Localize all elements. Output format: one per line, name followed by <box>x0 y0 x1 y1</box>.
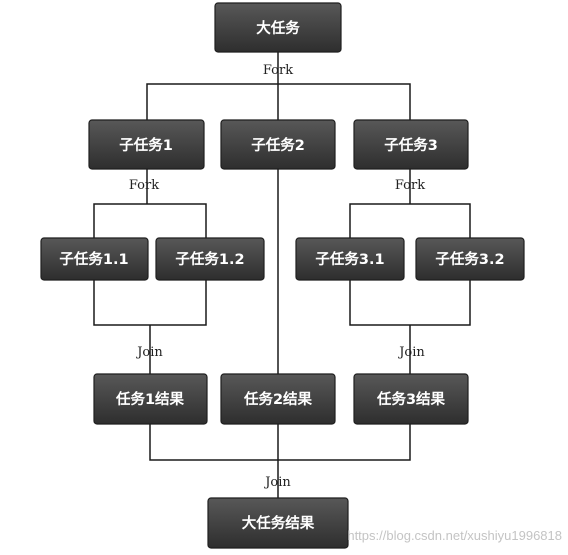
svg-text:子任务3.1: 子任务3.1 <box>315 250 384 268</box>
node-subtask-1-2: 子任务1.2 <box>155 237 265 281</box>
node-subtask-1: 子任务1 <box>88 119 205 170</box>
svg-text:子任务3.2: 子任务3.2 <box>435 250 504 268</box>
svg-text:任务2结果: 任务2结果 <box>243 390 313 408</box>
join-label-left: Join <box>135 345 163 360</box>
join-label-bottom: Join <box>263 475 291 490</box>
svg-text:子任务2: 子任务2 <box>251 136 305 154</box>
join-left-line <box>93 280 207 374</box>
fork-label-right: Fork <box>395 178 425 193</box>
svg-text:任务3结果: 任务3结果 <box>376 390 446 408</box>
join-right-line <box>349 280 471 374</box>
node-subtask-2: 子任务2 <box>220 119 336 170</box>
svg-text:任务1结果: 任务1结果 <box>115 390 185 408</box>
node-big-task: 大任务 <box>214 2 342 53</box>
node-big-result: 大任务结果 <box>207 497 349 549</box>
node-subtask-3: 子任务3 <box>353 119 469 170</box>
fork-left-line <box>93 169 207 238</box>
fork-top-line <box>146 52 411 120</box>
svg-text:子任务3: 子任务3 <box>384 136 438 154</box>
node-subtask-3-2: 子任务3.2 <box>415 237 525 281</box>
fork-label-top: Fork <box>263 63 293 78</box>
node-result-3: 任务3结果 <box>353 373 469 425</box>
connector-lines <box>93 52 471 498</box>
fork-right-line <box>349 169 471 238</box>
node-result-2: 任务2结果 <box>220 373 336 425</box>
join-bottom-line <box>149 424 411 498</box>
fork-label-left: Fork <box>129 178 159 193</box>
svg-text:大任务: 大任务 <box>256 19 300 37</box>
node-subtask-3-1: 子任务3.1 <box>295 237 405 281</box>
svg-text:子任务1.1: 子任务1.1 <box>59 250 128 268</box>
svg-text:大任务结果: 大任务结果 <box>242 514 315 532</box>
join-label-right: Join <box>397 345 425 360</box>
svg-text:子任务1.2: 子任务1.2 <box>175 250 244 268</box>
node-subtask-1-1: 子任务1.1 <box>40 237 149 281</box>
node-result-1: 任务1结果 <box>93 373 208 425</box>
svg-text:子任务1: 子任务1 <box>119 136 173 154</box>
watermark-text: https://blog.csdn.net/xushiyu1996818 <box>347 528 562 543</box>
